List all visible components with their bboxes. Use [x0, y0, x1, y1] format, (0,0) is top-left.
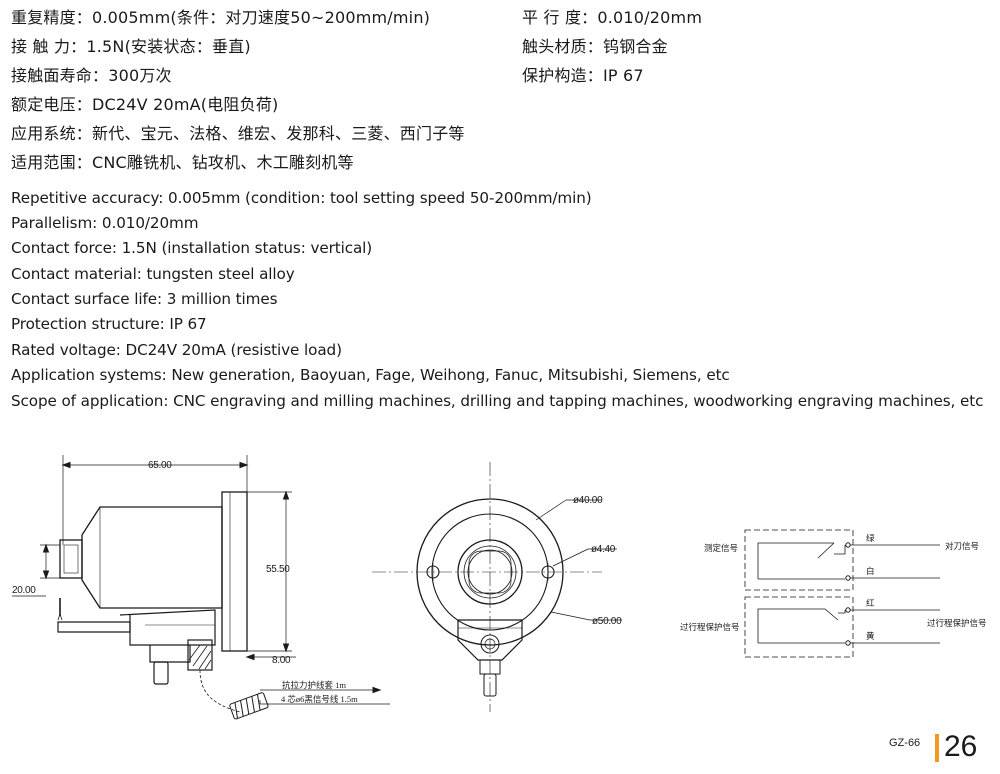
wire-green-label: 绿	[866, 533, 875, 543]
spec-cn-scope: 适用范围：CNC雕铣机、钻攻机、木工雕刻机等	[11, 153, 354, 172]
wire-yellow-label: 黄	[866, 631, 875, 641]
dim-hole-diameter: ø4.40	[591, 544, 616, 555]
dim-diameter-label: 20.00	[12, 585, 36, 596]
overtravel-signal-right-label: 过行程保护信号	[927, 618, 987, 628]
spec-cn-protection: 保护构造：IP 67	[522, 66, 644, 85]
spec-en-scope: Scope of application: CNC engraving and …	[11, 392, 984, 410]
spec-en-surface-life: Contact surface life: 3 million times	[11, 290, 278, 308]
spec-cn-rated-voltage: 额定电压：DC24V 20mA(电阻负荷)	[11, 95, 279, 114]
wiring-diagram	[744, 529, 940, 658]
dim-width-label: 65.00	[148, 460, 172, 471]
dim-small-label: 8.00	[272, 655, 291, 666]
dim-flange-diameter: ø50.00	[592, 616, 622, 627]
spec-cn-contact-force: 接 触 力：1.5N(安装状态：垂直)	[11, 37, 251, 56]
side-view-drawing	[12, 455, 390, 720]
spec-en-contact-material: Contact material: tungsten steel alloy	[11, 265, 295, 283]
cable-sleeve-label: 抗拉力护线套 1m	[282, 680, 346, 690]
spec-en-repeat-accuracy: Repetitive accuracy: 0.005mm (condition:…	[11, 189, 592, 207]
spec-en-rated-voltage: Rated voltage: DC24V 20mA (resistive loa…	[11, 341, 342, 359]
catalog-code: GZ-66	[889, 737, 921, 749]
dim-height-label: 55.50	[266, 564, 290, 575]
page-number: 26	[944, 730, 978, 763]
measure-signal-label: 测定信号	[704, 543, 738, 553]
tool-setting-signal-label: 对刀信号	[945, 541, 979, 551]
spec-cn-surface-life: 接触面寿命：300万次	[11, 66, 172, 85]
spec-en-contact-force: Contact force: 1.5N (installation status…	[11, 239, 373, 257]
overtravel-signal-label: 过行程保护信号	[680, 622, 740, 632]
spec-cn-contact-material: 触头材质：钨钢合金	[522, 37, 668, 56]
wire-red-label: 红	[866, 598, 875, 608]
spec-en-parallelism: Parallelism: 0.010/20mm	[11, 214, 199, 232]
dim-outer-diameter: ø40.00	[573, 495, 603, 506]
spec-cn-application-systems: 应用系统：新代、宝元、法格、维宏、发那科、三菱、西门子等	[11, 124, 465, 143]
spec-cn-repeat-accuracy: 重复精度：0.005mm(条件：对刀速度50~200mm/min)	[11, 8, 431, 27]
signal-cable-label: 4 芯ø6黑信号线 1.5m	[281, 694, 358, 704]
spec-en-application-systems: Application systems: New generation, Bao…	[11, 366, 730, 384]
spec-en-protection: Protection structure: IP 67	[11, 315, 207, 333]
spec-cn-parallelism: 平 行 度：0.010/20mm	[522, 8, 703, 27]
wire-white-label: 白	[866, 566, 875, 576]
page-accent-bar	[935, 734, 939, 762]
front-view-drawing	[372, 462, 622, 712]
